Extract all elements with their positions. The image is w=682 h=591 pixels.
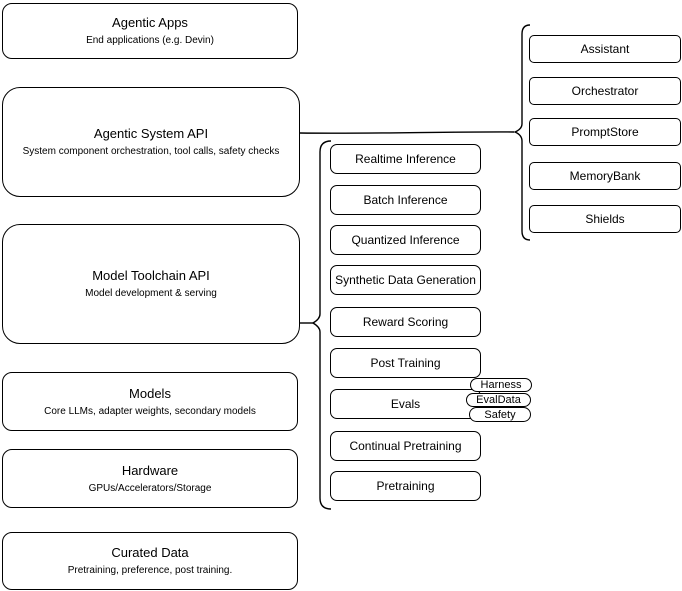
node-subtitle: End applications (e.g. Devin) [86,35,214,46]
system-components-brace [513,24,531,241]
node-agentic-system-api: Agentic System API System component orch… [2,87,300,197]
pill-evaldata: EvalData [466,393,531,407]
node-assistant: Assistant [529,35,681,63]
node-reward-scoring: Reward Scoring [330,307,481,337]
pill-harness: Harness [470,378,532,392]
node-title: Model Toolchain API [92,268,210,283]
node-realtime-inference: Realtime Inference [330,144,481,174]
node-batch-inference: Batch Inference [330,185,481,215]
node-title: Agentic Apps [112,15,188,30]
node-continual-pretraining: Continual Pretraining [330,431,481,461]
node-title: Hardware [121,462,179,478]
node-models: Models Core LLMs, adapter weights, secon… [2,372,298,431]
node-title: Agentic System API [93,126,209,141]
node-quantized-inference: Quantized Inference [330,225,481,255]
node-subtitle: Pretraining, preference, post training. [67,565,233,576]
toolchain-brace [311,140,332,510]
node-orchestrator: Orchestrator [529,77,681,105]
node-promptstore: PromptStore [529,118,681,146]
node-subtitle: Core LLMs, adapter weights, secondary mo… [44,405,256,417]
pill-safety: Safety [469,407,531,422]
node-memorybank: MemoryBank [529,162,681,190]
node-agentic-apps: Agentic Apps End applications (e.g. Devi… [2,3,298,59]
node-synthetic-data-generation: Synthetic Data Generation [330,265,481,295]
node-curated-data: Curated Data Pretraining, preference, po… [2,532,298,590]
node-subtitle: System component orchestration, tool cal… [22,146,280,157]
node-evals: Evals [330,389,481,419]
node-subtitle: GPUs/Accelerators/Storage [88,482,212,494]
node-model-toolchain-api: Model Toolchain API Model development & … [2,224,300,344]
node-subtitle: Model development & serving [85,288,217,299]
node-title: Models [129,385,171,401]
system-api-connector-line [299,131,515,134]
node-hardware: Hardware GPUs/Accelerators/Storage [2,449,298,508]
node-pretraining: Pretraining [330,471,481,501]
node-shields: Shields [529,205,681,233]
node-post-training: Post Training [330,348,481,378]
node-title: Curated Data [111,545,189,560]
